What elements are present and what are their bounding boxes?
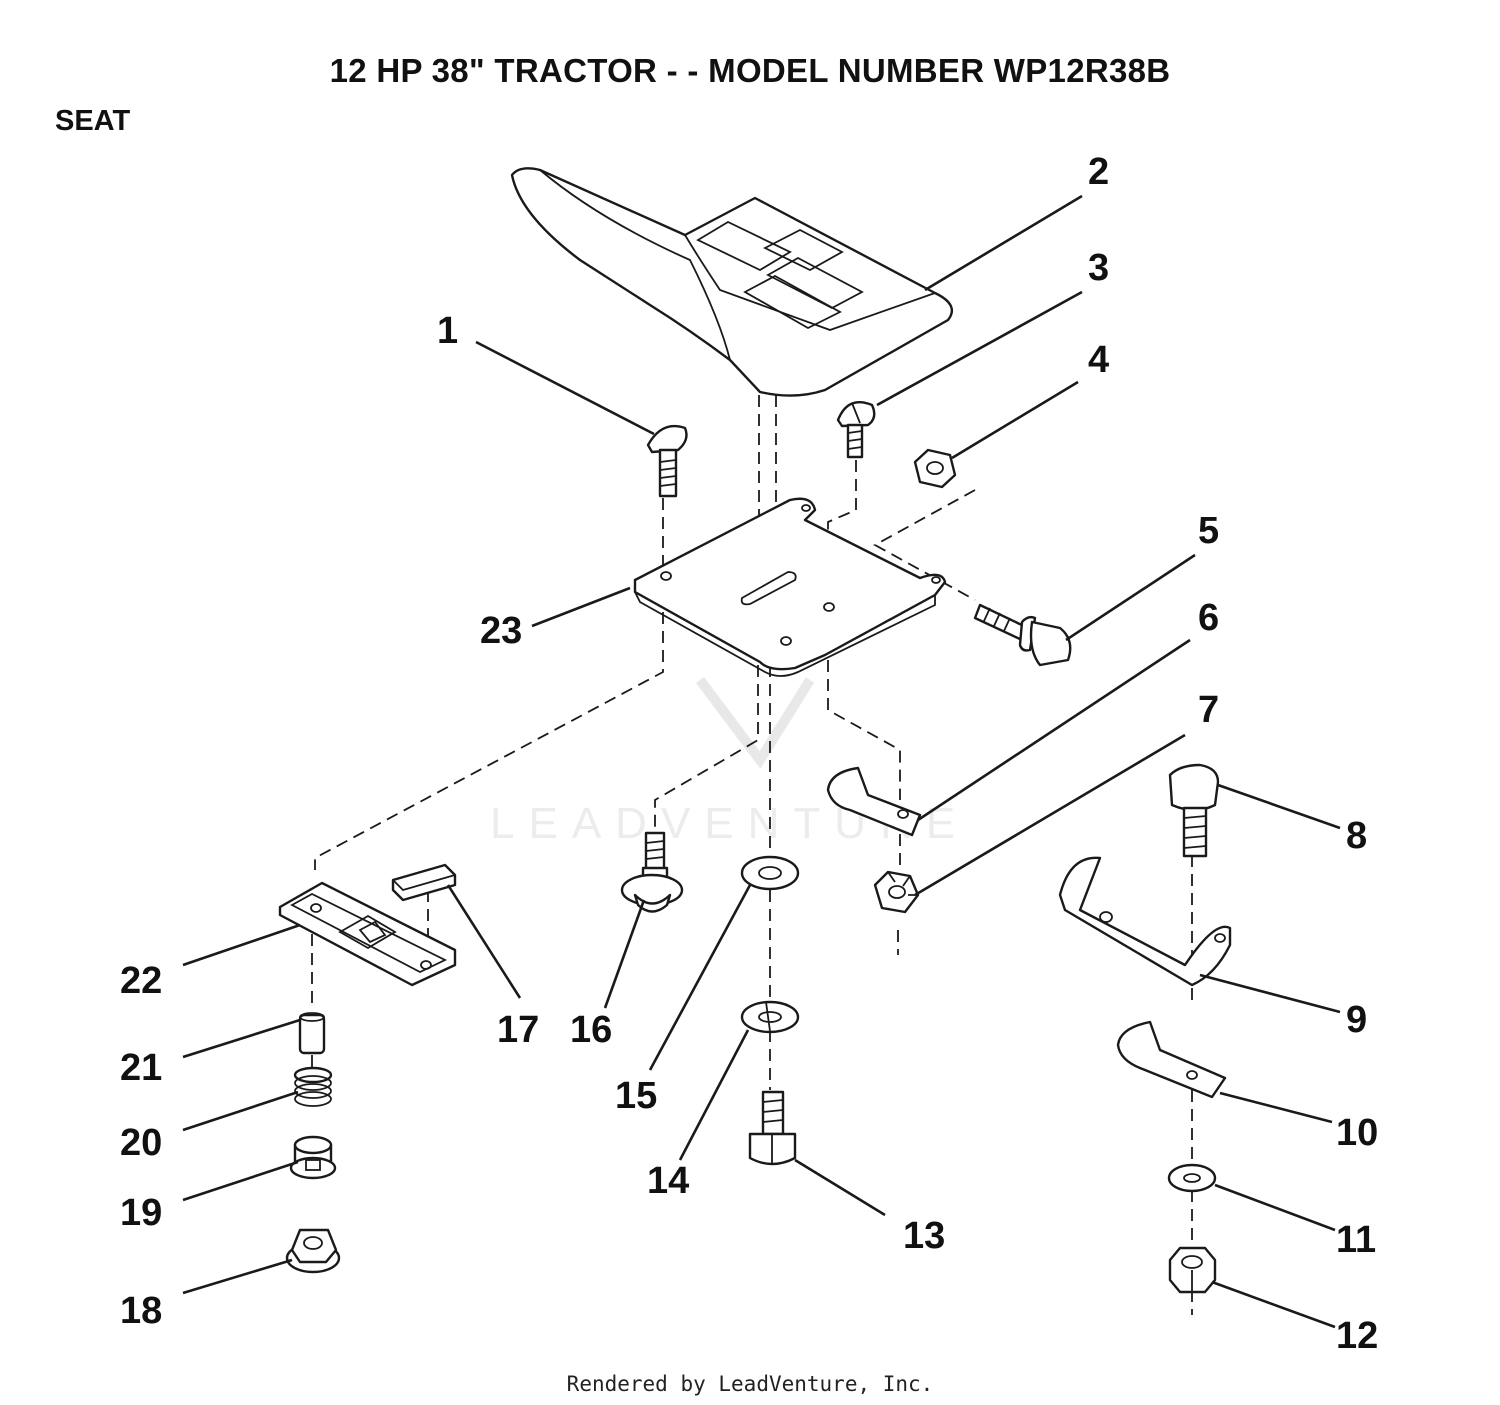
part-pin [298,1012,326,1055]
part-carriage-bolt [646,424,688,498]
part-bolt-8 [1168,763,1220,858]
callout-4: 4 [1088,339,1109,381]
part-bolt-13 [748,1090,797,1166]
part-flange-nut [285,1228,341,1274]
callout-12: 12 [1336,1315,1378,1357]
part-hex-bolt [973,603,1072,667]
callout-16: 16 [570,1009,612,1051]
part-clip-6 [826,766,922,837]
part-clip-10 [1116,1020,1227,1099]
callout-19: 19 [120,1192,162,1234]
part-spring [293,1066,333,1107]
callout-7: 7 [1198,689,1219,731]
section-label: SEAT [55,105,131,137]
callout-9: 9 [1346,999,1367,1041]
part-lock-nut [873,870,920,914]
part-nut-12 [1168,1246,1217,1294]
callout-17: 17 [497,1009,539,1051]
callout-21: 21 [120,1047,162,1089]
callout-11: 11 [1336,1219,1376,1261]
part-key-block [391,863,457,902]
page-title: 12 HP 38" TRACTOR - - MODEL NUMBER WP12R… [329,52,1171,89]
callout-14: 14 [647,1160,689,1202]
part-bushing [289,1135,337,1180]
part-washer-11 [1167,1163,1217,1193]
callout-numbers: 1 2 3 4 5 6 7 8 9 10 11 12 13 14 15 16 1… [120,151,1378,1357]
part-flat-washer [740,855,800,891]
callout-1: 1 [437,310,458,352]
callout-18: 18 [120,1290,162,1332]
callout-6: 6 [1198,597,1219,639]
callout-23: 23 [480,610,522,652]
part-slide-plate [278,881,457,987]
leader-lines [182,194,1341,1329]
callout-20: 20 [120,1122,162,1164]
part-seat-bracket [633,497,947,677]
part-lock-washer [740,1000,800,1034]
callout-5: 5 [1198,510,1219,552]
callout-8: 8 [1346,815,1367,857]
callout-3: 3 [1088,247,1109,289]
part-angle-bracket [1058,856,1232,987]
callout-2: 2 [1088,151,1109,193]
callout-10: 10 [1336,1112,1378,1154]
callout-22: 22 [120,960,162,1002]
callout-15: 15 [615,1075,657,1117]
part-nut-top [913,448,957,489]
footer-credit: Rendered by LeadVenture, Inc. [566,1372,934,1396]
part-screw [836,400,876,459]
part-shoulder-bolt [620,831,684,913]
callout-13: 13 [903,1215,945,1257]
part-seat [510,167,953,397]
